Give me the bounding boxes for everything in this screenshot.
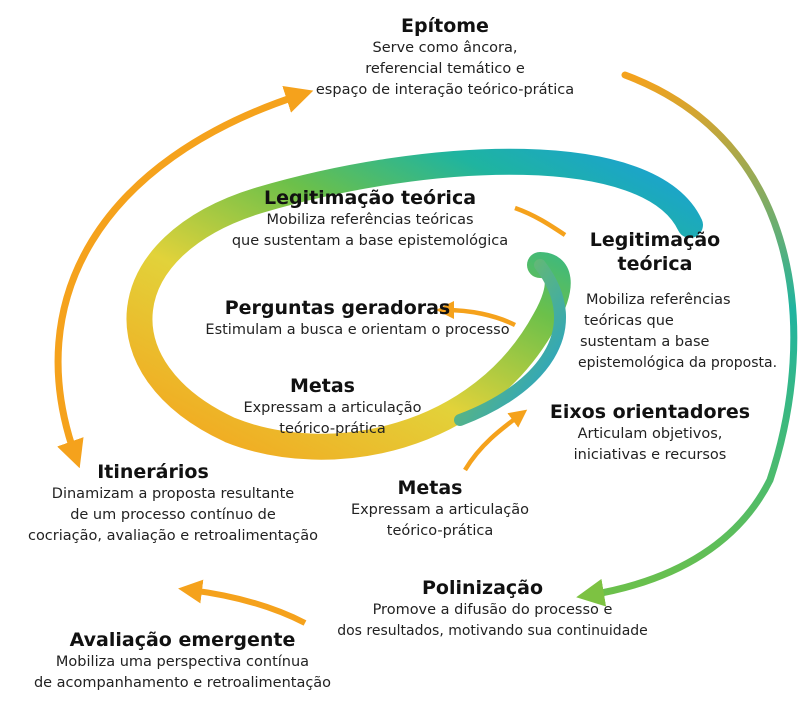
legitimacao-center-block: Legitimação teórica Mobiliza referências…	[205, 186, 535, 252]
polinizacao-title: Polinização	[421, 577, 544, 599]
metas-outer-block: Metas Expressam a articulação teórico-pr…	[330, 476, 550, 542]
spiral-inner-arm	[454, 259, 566, 426]
avaliacao-line: de acompanhamento e retroalimentação	[33, 675, 332, 691]
legitimacao-right-line: epistemológica da proposta.	[578, 355, 778, 371]
outer-arc-left	[54, 86, 314, 469]
legitimacao-center-line: que sustentam a base epistemológica	[231, 233, 509, 249]
polinizacao-block: Polinização Promove a difusão do process…	[320, 576, 665, 642]
legitimacao-center-title: Legitimação teórica	[263, 187, 477, 209]
eixos-line: Articulam objetivos,	[577, 426, 723, 442]
eixos-block: Eixos orientadores Articulam objetivos, …	[540, 400, 760, 466]
legitimacao-right-title-line: Legitimação	[589, 229, 721, 251]
metas-outer-title: Metas	[397, 477, 463, 499]
epitome-block: Epítome Serve como âncora, referencial t…	[295, 14, 595, 101]
epitome-title: Epítome	[401, 15, 489, 37]
eixos-line: iniciativas e recursos	[573, 447, 727, 463]
itinerarios-line: de um processo contínuo de	[70, 507, 276, 523]
itinerarios-block: Itinerários Dinamizam a proposta resulta…	[8, 460, 338, 547]
itinerarios-line: cocriação, avaliação e retroalimentação	[27, 528, 319, 544]
polinizacao-line: dos resultados, motivando sua continuida…	[337, 623, 648, 639]
metas-inner-block: Metas Expressam a articulação teórico-pr…	[220, 374, 445, 440]
arrow-to-perguntas	[436, 301, 517, 328]
perguntas-line: Estimulam a busca e orientam o processo	[205, 322, 510, 338]
legitimacao-right-title-line: teórica	[617, 253, 693, 275]
avaliacao-block: Avaliação emergente Mobiliza uma perspec…	[25, 628, 340, 694]
metas-inner-line: Expressam a articulação	[243, 400, 422, 416]
outer-arc-right	[576, 71, 798, 607]
metas-outer-line: Expressam a articulação	[350, 502, 530, 518]
epitome-line: Serve como âncora,	[372, 40, 518, 56]
itinerarios-title: Itinerários	[97, 461, 209, 483]
avaliacao-line: Mobiliza uma perspectiva contínua	[55, 654, 310, 670]
arrow-legit-small	[514, 205, 567, 237]
avaliacao-title: Avaliação emergente	[69, 629, 296, 651]
legitimacao-right-body: Mobiliza referências teóricas que susten…	[578, 290, 803, 374]
arrow-to-eixos	[463, 409, 528, 472]
legitimacao-center-line: Mobiliza referências teóricas	[266, 212, 474, 228]
epitome-line: referencial temático e	[365, 61, 525, 77]
legitimacao-right-title: Legitimação teórica	[580, 228, 730, 276]
metas-inner-line: teórico-prática	[279, 421, 386, 437]
metas-outer-line: teórico-prática	[386, 523, 494, 539]
polinizacao-line: Promove a difusão do processo e	[372, 602, 613, 618]
perguntas-title: Perguntas geradoras	[224, 297, 451, 319]
legitimacao-right-line: sustentam a base	[580, 334, 710, 350]
legitimacao-right-line: Mobiliza referências	[586, 292, 731, 308]
itinerarios-line: Dinamizam a proposta resultante	[51, 486, 295, 502]
legitimacao-right-line: teóricas que	[584, 313, 674, 329]
epitome-line: espaço de interação teórico-prática	[315, 82, 575, 98]
metas-inner-title: Metas	[289, 375, 355, 397]
eixos-title: Eixos orientadores	[549, 401, 751, 423]
arrow-to-itinerarios	[178, 579, 307, 626]
perguntas-block: Perguntas geradoras Estimulam a busca e …	[185, 296, 530, 341]
